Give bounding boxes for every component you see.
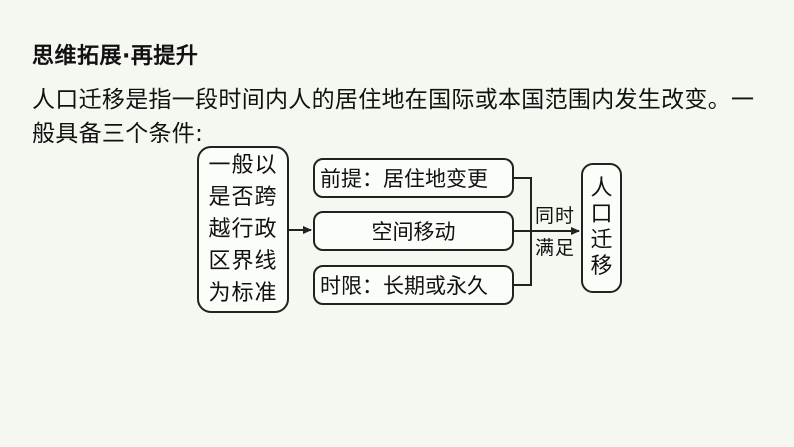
time-box: 时限：长期或永久 bbox=[313, 265, 514, 305]
standard-box: 一般以是否跨越行政区界线为标准 bbox=[197, 146, 289, 313]
condition-label: 同时满足 bbox=[534, 205, 575, 259]
intro-paragraph: 人口迁移是指一段时间内人的居住地在国际或本国范围内发生改变。一般具备三个条件: bbox=[32, 87, 755, 147]
result-text: 人口迁移 bbox=[590, 176, 613, 279]
section-heading: 思维拓展·再提升 bbox=[32, 44, 199, 69]
standard-text: 一般以是否跨越行政区界线为标准 bbox=[208, 152, 278, 306]
space-box: 空间移动 bbox=[313, 211, 514, 251]
premise-box: 前提：居住地变更 bbox=[313, 158, 514, 198]
result-box: 人口迁移 bbox=[581, 163, 622, 293]
